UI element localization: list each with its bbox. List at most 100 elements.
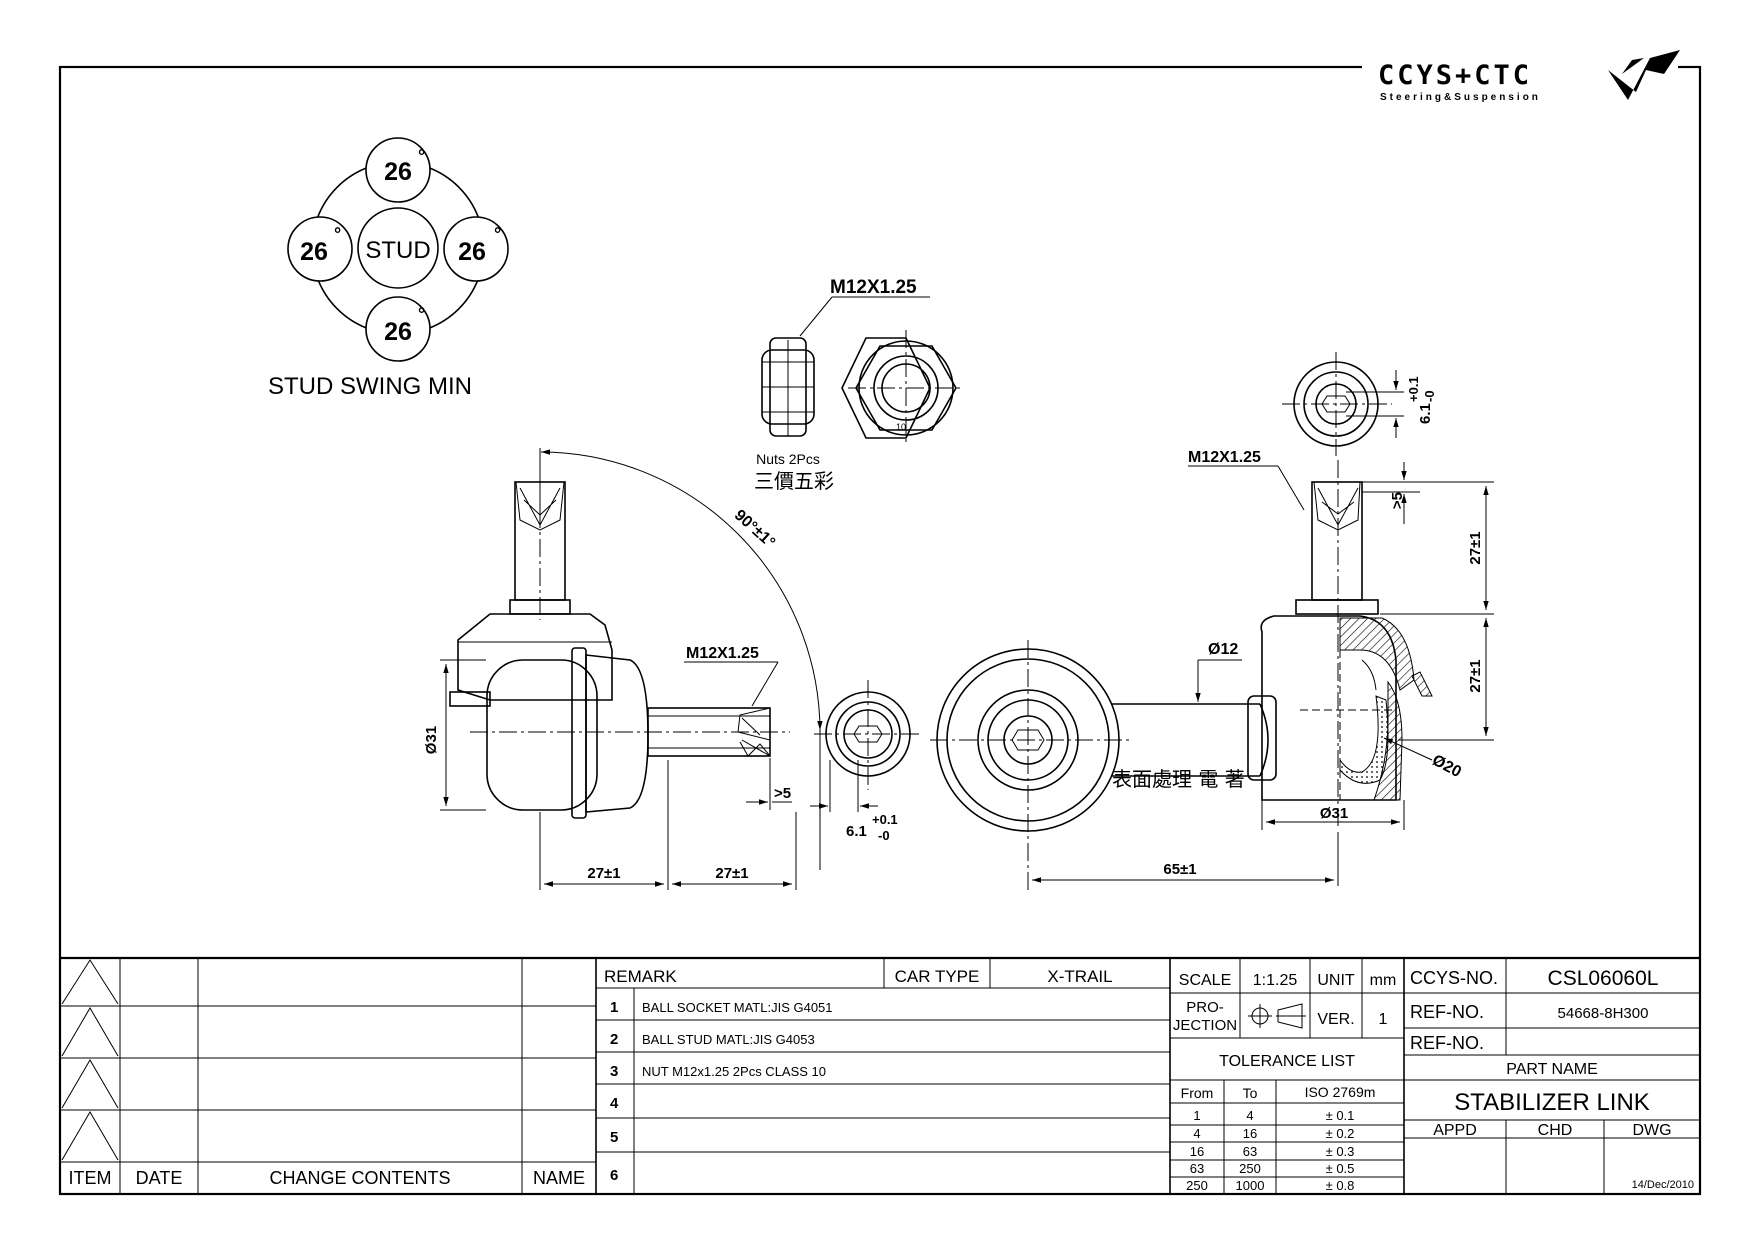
- tol-from: 1: [1193, 1108, 1200, 1123]
- chd-label: CHD: [1538, 1122, 1573, 1139]
- nut-views: M12X1.25 10 Nuts 2Pcs 三價五彩: [754, 277, 964, 493]
- swing-left: 26: [300, 238, 328, 266]
- title-block: ITEM DATE CHANGE CONTENTS NAME REMARK CA…: [60, 956, 1700, 1194]
- dim-len-r2: 27±1: [1467, 659, 1484, 692]
- dim-len-r1: 27±1: [1467, 531, 1484, 564]
- right-link-view: Ø12 Ø20 表面處理 電 著 Ø31 65±1 M12X1.25 >5 27…: [930, 352, 1494, 890]
- tol-minus: -0: [1422, 390, 1437, 402]
- remark-no: 5: [610, 1129, 618, 1146]
- tol-from: 250: [1186, 1178, 1208, 1193]
- ref-no: 54668-8H300: [1558, 1005, 1649, 1022]
- swing-top: 26: [384, 158, 412, 186]
- tol-plus: +0.1: [1406, 376, 1421, 402]
- ccys-label: CCYS-NO.: [1410, 968, 1498, 988]
- tol-header-from: From: [1181, 1085, 1214, 1101]
- third-angle-projection-icon: [1248, 1003, 1306, 1029]
- tol-value: ± 0.5: [1326, 1161, 1355, 1176]
- nut-thread: M12X1.25: [830, 277, 917, 298]
- tol-header-iso: ISO 2769m: [1305, 1084, 1376, 1100]
- dim-gt5-right: >5: [1389, 492, 1406, 509]
- remark-no: 2: [610, 1031, 618, 1048]
- part-name: STABILIZER LINK: [1454, 1089, 1650, 1116]
- dim-len1: 27±1: [587, 865, 620, 882]
- company-logo: CCYS+CTC Steering&Suspension: [1362, 50, 1680, 108]
- part-name-label: PART NAME: [1506, 1061, 1598, 1078]
- dim-dia20: Ø20: [1429, 752, 1464, 781]
- degree-mark: °: [418, 146, 425, 166]
- remark-header: REMARK: [604, 967, 677, 986]
- rev-header-item: ITEM: [69, 1168, 112, 1188]
- rev-header-name: NAME: [533, 1168, 585, 1188]
- swing-center: STUD: [365, 237, 430, 264]
- tol-value: ± 0.8: [1326, 1178, 1355, 1193]
- ref-label: REF-NO.: [1410, 1002, 1484, 1022]
- dwg-label: DWG: [1632, 1122, 1671, 1139]
- remark-text: NUT M12x1.25 2Pcs CLASS 10: [642, 1064, 826, 1079]
- part-title-table: CCYS-NO. CSL06060L REF-NO. 54668-8H300 R…: [1404, 958, 1700, 1194]
- tol-plus: +0.1: [872, 812, 898, 827]
- dim-dia12: Ø12: [1208, 641, 1238, 658]
- tol-header-to: To: [1243, 1085, 1258, 1101]
- car-type: X-TRAIL: [1047, 967, 1112, 986]
- remark-text: BALL STUD MATL:JIS G4053: [642, 1032, 815, 1047]
- sheet-border: [58, 65, 1702, 1196]
- unit-value: mm: [1370, 972, 1397, 989]
- tol-to: 16: [1243, 1126, 1257, 1141]
- tol-from: 4: [1193, 1126, 1200, 1141]
- dim-angle: 90°±1°: [731, 507, 778, 552]
- tol-to: 250: [1239, 1161, 1261, 1176]
- dim-hex-left: 6.1: [846, 823, 867, 840]
- appd-label: APPD: [1433, 1122, 1477, 1139]
- projection-label: PRO-: [1186, 999, 1224, 1016]
- tol-value: ± 0.3: [1326, 1144, 1355, 1159]
- logo-brand: CCYS+CTC: [1378, 60, 1532, 91]
- ver-value: 1: [1379, 1011, 1388, 1028]
- scale-value: 1:1.25: [1253, 972, 1298, 989]
- degree-mark: °: [334, 224, 341, 244]
- remark-no: 6: [610, 1167, 618, 1184]
- projection-label: JECTION: [1173, 1017, 1237, 1034]
- swing-right: 26: [458, 238, 486, 266]
- stud-swing-diagram: 26 ° 26 ° 26 ° 26 ° STUD STUD SWING MIN: [268, 137, 509, 400]
- dim-thread-right: M12X1.25: [1188, 449, 1261, 466]
- nut-mark: 10: [896, 422, 906, 432]
- spec-table: SCALE 1:1.25 UNIT mm PRO- JECTION VER. 1…: [1170, 958, 1405, 1194]
- unit-label: UNIT: [1317, 972, 1355, 989]
- tol-value: ± 0.2: [1326, 1126, 1355, 1141]
- dim-hex-right: 6.1: [1417, 403, 1434, 424]
- dim-dia31-left: Ø31: [423, 726, 440, 754]
- scale-label: SCALE: [1179, 972, 1231, 989]
- tol-value: ± 0.1: [1326, 1108, 1355, 1123]
- tol-to: 1000: [1236, 1178, 1265, 1193]
- tol-to: 4: [1246, 1108, 1253, 1123]
- dim-gt5-left: >5: [774, 785, 791, 802]
- dim-thread-left: M12X1.25: [686, 645, 759, 662]
- nut-note: Nuts 2Pcs: [756, 451, 820, 467]
- degree-mark: °: [494, 224, 501, 244]
- swing-caption: STUD SWING MIN: [268, 373, 472, 400]
- tol-to: 63: [1243, 1144, 1257, 1159]
- ccys-no: CSL06060L: [1548, 967, 1659, 990]
- surface-note: 表面處理 電 著: [1112, 767, 1245, 791]
- tolerance-title: TOLERANCE LIST: [1219, 1053, 1355, 1070]
- remark-text: BALL SOCKET MATL:JIS G4051: [642, 1000, 833, 1015]
- rev-header-contents: CHANGE CONTENTS: [269, 1168, 450, 1188]
- tol-minus: -0: [878, 828, 890, 843]
- tol-from: 16: [1190, 1144, 1204, 1159]
- remark-no: 4: [610, 1095, 619, 1112]
- dim-dia31-right: Ø31: [1320, 805, 1348, 822]
- logo-tagline: Steering&Suspension: [1380, 92, 1541, 103]
- rev-header-date: DATE: [136, 1168, 183, 1188]
- dim-len2: 27±1: [715, 865, 748, 882]
- revision-table: ITEM DATE CHANGE CONTENTS NAME: [60, 958, 597, 1194]
- drawing-date: 14/Dec/2010: [1632, 1179, 1694, 1191]
- nut-note-cn: 三價五彩: [754, 469, 834, 493]
- degree-mark: °: [418, 304, 425, 324]
- logo-mark-icon: [1608, 50, 1680, 100]
- left-ball-joint-view: 90°±1° M12X1.25 Ø31 >5 6.1 +0.1 -0 27±1 …: [423, 448, 922, 890]
- remarks-table: REMARK CAR TYPE X-TRAIL 1 BALL SOCKET MA…: [596, 958, 1171, 1194]
- swing-bottom: 26: [384, 318, 412, 346]
- remark-no: 3: [610, 1063, 618, 1080]
- car-type-label: CAR TYPE: [895, 967, 980, 986]
